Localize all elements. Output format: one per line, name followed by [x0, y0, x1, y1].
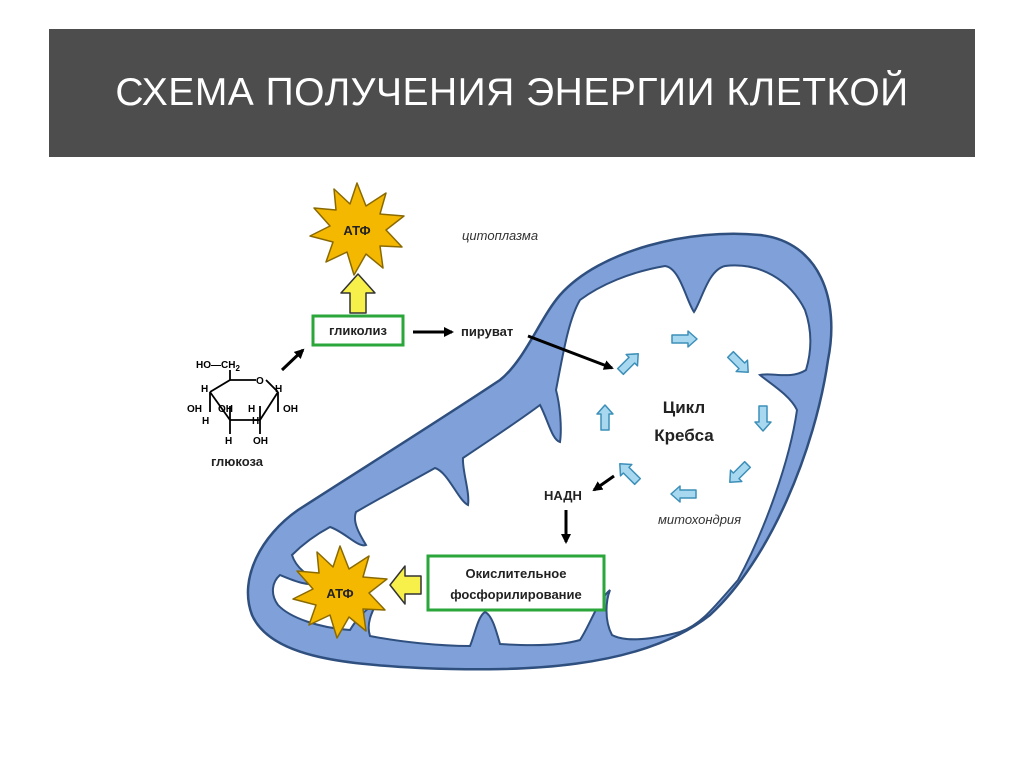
h-atom-2: H [275, 384, 282, 395]
glycolysis-box [311, 314, 405, 347]
arrow-glucose-glycolysis [280, 348, 305, 372]
mitochondria-label: митохондрия [658, 512, 741, 527]
krebs-label-line2: Кребса [654, 426, 714, 445]
left-arrow [389, 565, 422, 605]
title-banner: СХЕМА ПОЛУЧЕНИЯ ЭНЕРГИИ КЛЕТКОЙ [49, 29, 975, 157]
h-atom-5: H [252, 416, 259, 427]
arrow-krebs-nadh [592, 474, 615, 492]
h-atom-1: H [201, 384, 208, 395]
mitochondrion-matrix [272, 264, 812, 648]
oxphos-label-line2: фосфорилирование [450, 587, 582, 602]
atp-label-bottom: АТФ [326, 586, 353, 601]
oxphos-label-line1: Окислительное [466, 566, 567, 581]
glucose-molecule [209, 370, 279, 434]
atp-star-top: АТФ [309, 182, 405, 276]
cytoplasm-label: цитоплазма [462, 228, 538, 243]
krebs-label-line1: Цикл [663, 398, 705, 417]
glucose-label: глюкоза [211, 454, 264, 469]
h-atom-4: H [202, 416, 209, 427]
glucose-atoms: HO—CH2 O H H OH OH H OH H H H OH [187, 360, 298, 447]
oh-group-4: OH [253, 436, 268, 447]
arrow-pyruvate-krebs [527, 334, 614, 370]
oh-group-1: OH [187, 404, 202, 415]
h-atom-3: H [248, 404, 255, 415]
oh-group-2: OH [218, 404, 233, 415]
slide-title: СХЕМА ПОЛУЧЕНИЯ ЭНЕРГИИ КЛЕТКОЙ [115, 71, 909, 114]
oxphos-box [426, 554, 606, 612]
up-arrow [340, 273, 376, 314]
atp-star-bottom: АТФ [292, 545, 388, 639]
glycolysis-label: гликолиз [329, 323, 388, 338]
ring-oxygen: O [256, 376, 264, 387]
atp-label-top: АТФ [343, 223, 370, 238]
h-atom-6: H [225, 436, 232, 447]
nadh-label: НАДН [544, 488, 582, 503]
ho-ch2-label: HO—CH2 [196, 360, 240, 373]
oh-group-3: OH [283, 404, 298, 415]
pyruvate-label: пируват [461, 324, 513, 339]
